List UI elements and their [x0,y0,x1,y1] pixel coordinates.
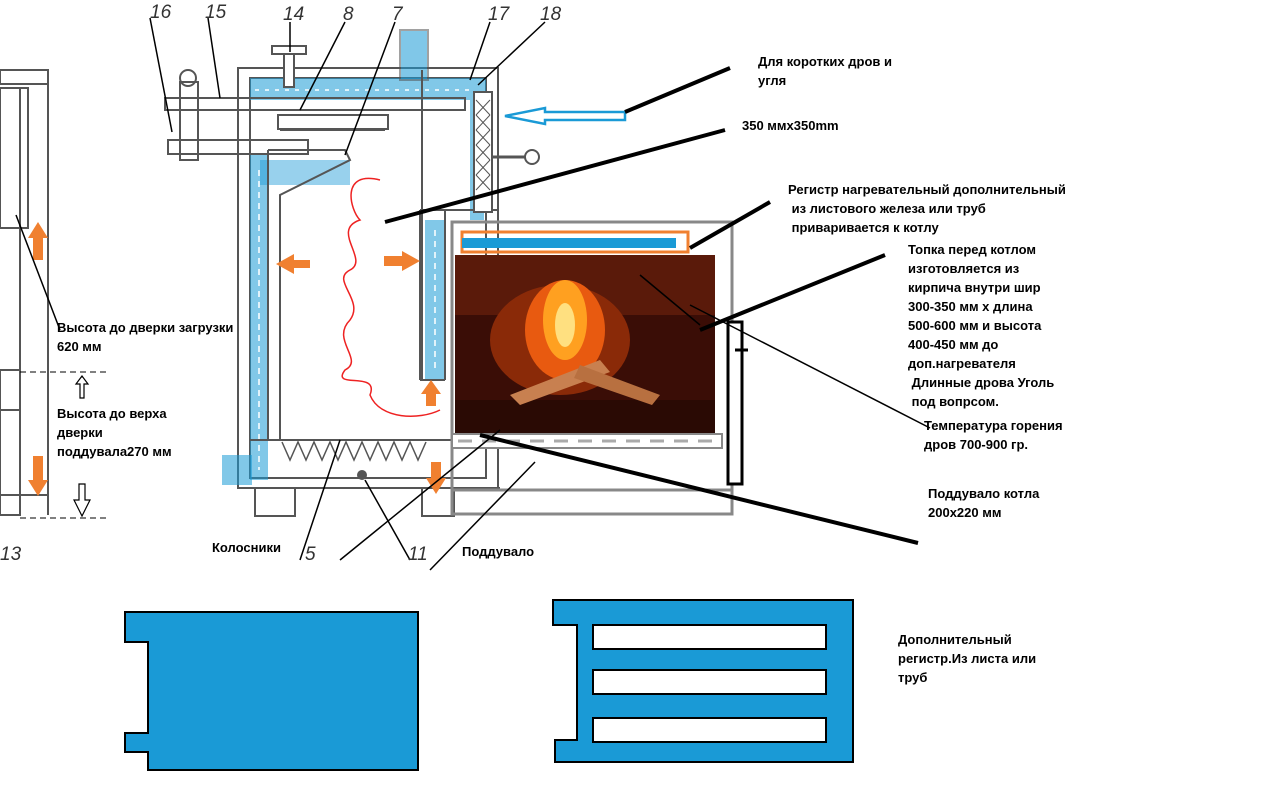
door-hatching [475,99,491,191]
label-load-door-height: Высота до дверки загрузки 620 мм [57,320,234,354]
part-number-11: 11 [408,544,428,565]
label-firebox-note: Топка перед котлом изготовляется из кирп… [908,242,1055,409]
label-register-note: Регистр нагревательный дополнительный из… [788,182,1066,235]
part-number-17: 17 [488,4,511,25]
label-size-350: 350 ммх350mm [742,118,839,133]
left-up-arrow [33,238,43,260]
part-number-7: 7 [392,4,404,25]
label-ash-pit: Поддувало [462,544,535,559]
label-ash-door: Поддувало котла 200х220 мм [928,486,1040,520]
flame-path [341,177,441,417]
part-number-15: 15 [205,2,227,23]
leader-lines [384,66,919,545]
ash-pit-box [450,488,734,516]
label-short-wood: Для коротких дров и угля [758,54,892,88]
part-number-18: 18 [540,4,562,25]
label-extra-register: Дополнительный регистр.Из листа или труб [898,632,1037,685]
part-number-16: 16 [150,2,172,23]
load-door-leader [15,214,61,331]
door-knob [524,149,540,165]
label-ash-door-height: Высота до верха дверки поддувала270 мм [57,406,172,459]
part-number-5: 5 [305,544,316,565]
part-number-14: 14 [283,4,304,25]
register-bar [462,238,676,248]
firebox-photo-detail [455,255,715,433]
label-temperature: Температура горения дров 700-900 гр. [924,418,1063,452]
label-grates: Колосники [212,540,281,555]
grates [281,440,427,462]
inlet-arrow [504,106,627,126]
valve-handle [271,45,307,55]
flow-arrows [276,251,446,494]
left-down-arrow-head [28,480,48,496]
dim-arrow-down [73,483,91,518]
register-plate-left [124,611,419,771]
left-down-arrow [33,456,43,480]
left-up-arrow-head [28,222,48,238]
part-number-8: 8 [343,4,354,25]
flue-outlet [399,29,429,81]
left-side-view [0,69,49,516]
part-number-13: 13 [0,544,22,565]
top-pipe [164,69,466,161]
ash-pit-knob [357,470,367,480]
register-grid-right [552,599,854,763]
firebox-door [726,320,744,486]
valve-stem [283,51,295,88]
dim-arrow-up [74,375,90,399]
thin-leaders [149,17,931,571]
